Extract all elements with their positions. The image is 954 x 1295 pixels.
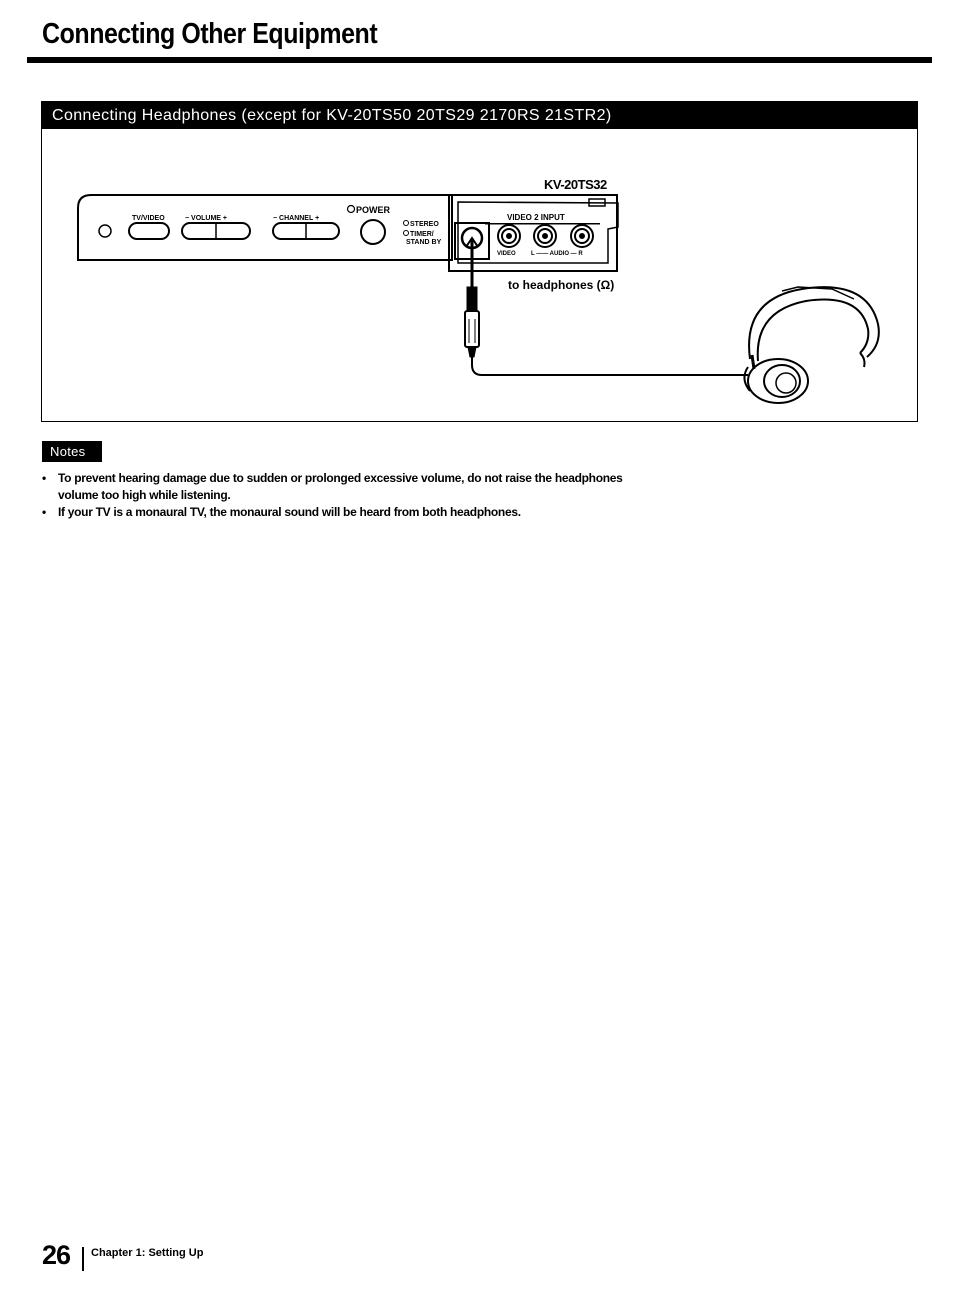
note-text: To prevent hearing damage due to sudden …	[58, 471, 623, 502]
volume-label: − VOLUME +	[185, 215, 227, 222]
headphones-callout: to headphones (Ω)	[508, 278, 614, 292]
notes-list: • To prevent hearing damage due to sudden…	[40, 470, 660, 521]
note-text: If your TV is a monaural TV, the monaura…	[58, 505, 521, 519]
notes-badge: Notes	[42, 441, 102, 462]
power-label: POWER	[356, 205, 391, 215]
timer-label: TIMER/	[410, 231, 434, 238]
video2-input-label: VIDEO 2 INPUT	[507, 213, 565, 222]
bullet-icon: •	[42, 505, 46, 519]
stereo-lamp	[403, 220, 409, 226]
model-label: KV-20TS32	[544, 177, 607, 192]
jack-panel	[448, 194, 619, 272]
standby-label: STAND BY	[406, 239, 442, 246]
audio-jack-label: L —— AUDIO — R	[531, 251, 583, 257]
section-header: Connecting Headphones (except for KV-20T…	[42, 102, 917, 129]
audio-right-jack	[570, 224, 594, 248]
title-rule	[27, 57, 932, 63]
tv-front-panel	[77, 194, 453, 261]
stereo-label: STEREO	[410, 221, 439, 228]
channel-label: − CHANNEL +	[273, 215, 319, 222]
audio-left-jack	[533, 224, 557, 248]
note-item: • To prevent hearing damage due to sudden…	[40, 470, 660, 504]
bullet-icon: •	[42, 471, 46, 485]
tv-video-label: TV/VIDEO	[132, 215, 165, 222]
timer-lamp	[403, 230, 409, 236]
chapter-label: Chapter 1: Setting Up	[91, 1247, 204, 1259]
headphone-plug	[464, 236, 480, 358]
section-box: Connecting Headphones (except for KV-20T…	[41, 101, 918, 422]
power-button	[360, 219, 386, 245]
headphone-cable	[471, 357, 748, 376]
video-jack-label: VIDEO	[497, 251, 516, 257]
indicator-lamp	[98, 224, 112, 238]
video2-input-rule	[485, 223, 600, 225]
page-title: Connecting Other Equipment	[42, 18, 378, 50]
footer-divider	[82, 1247, 84, 1271]
note-item: • If your TV is a monaural TV, the monaur…	[40, 504, 660, 521]
headphones-icon	[743, 286, 880, 404]
power-lamp	[346, 204, 356, 214]
tv-video-button	[128, 222, 170, 240]
video-jack	[497, 224, 521, 248]
headphones-diagram: KV-20TS32 TV/VIDEO − VOLUME + − CHANNEL …	[77, 177, 880, 404]
page-number: 26	[42, 1240, 71, 1270]
